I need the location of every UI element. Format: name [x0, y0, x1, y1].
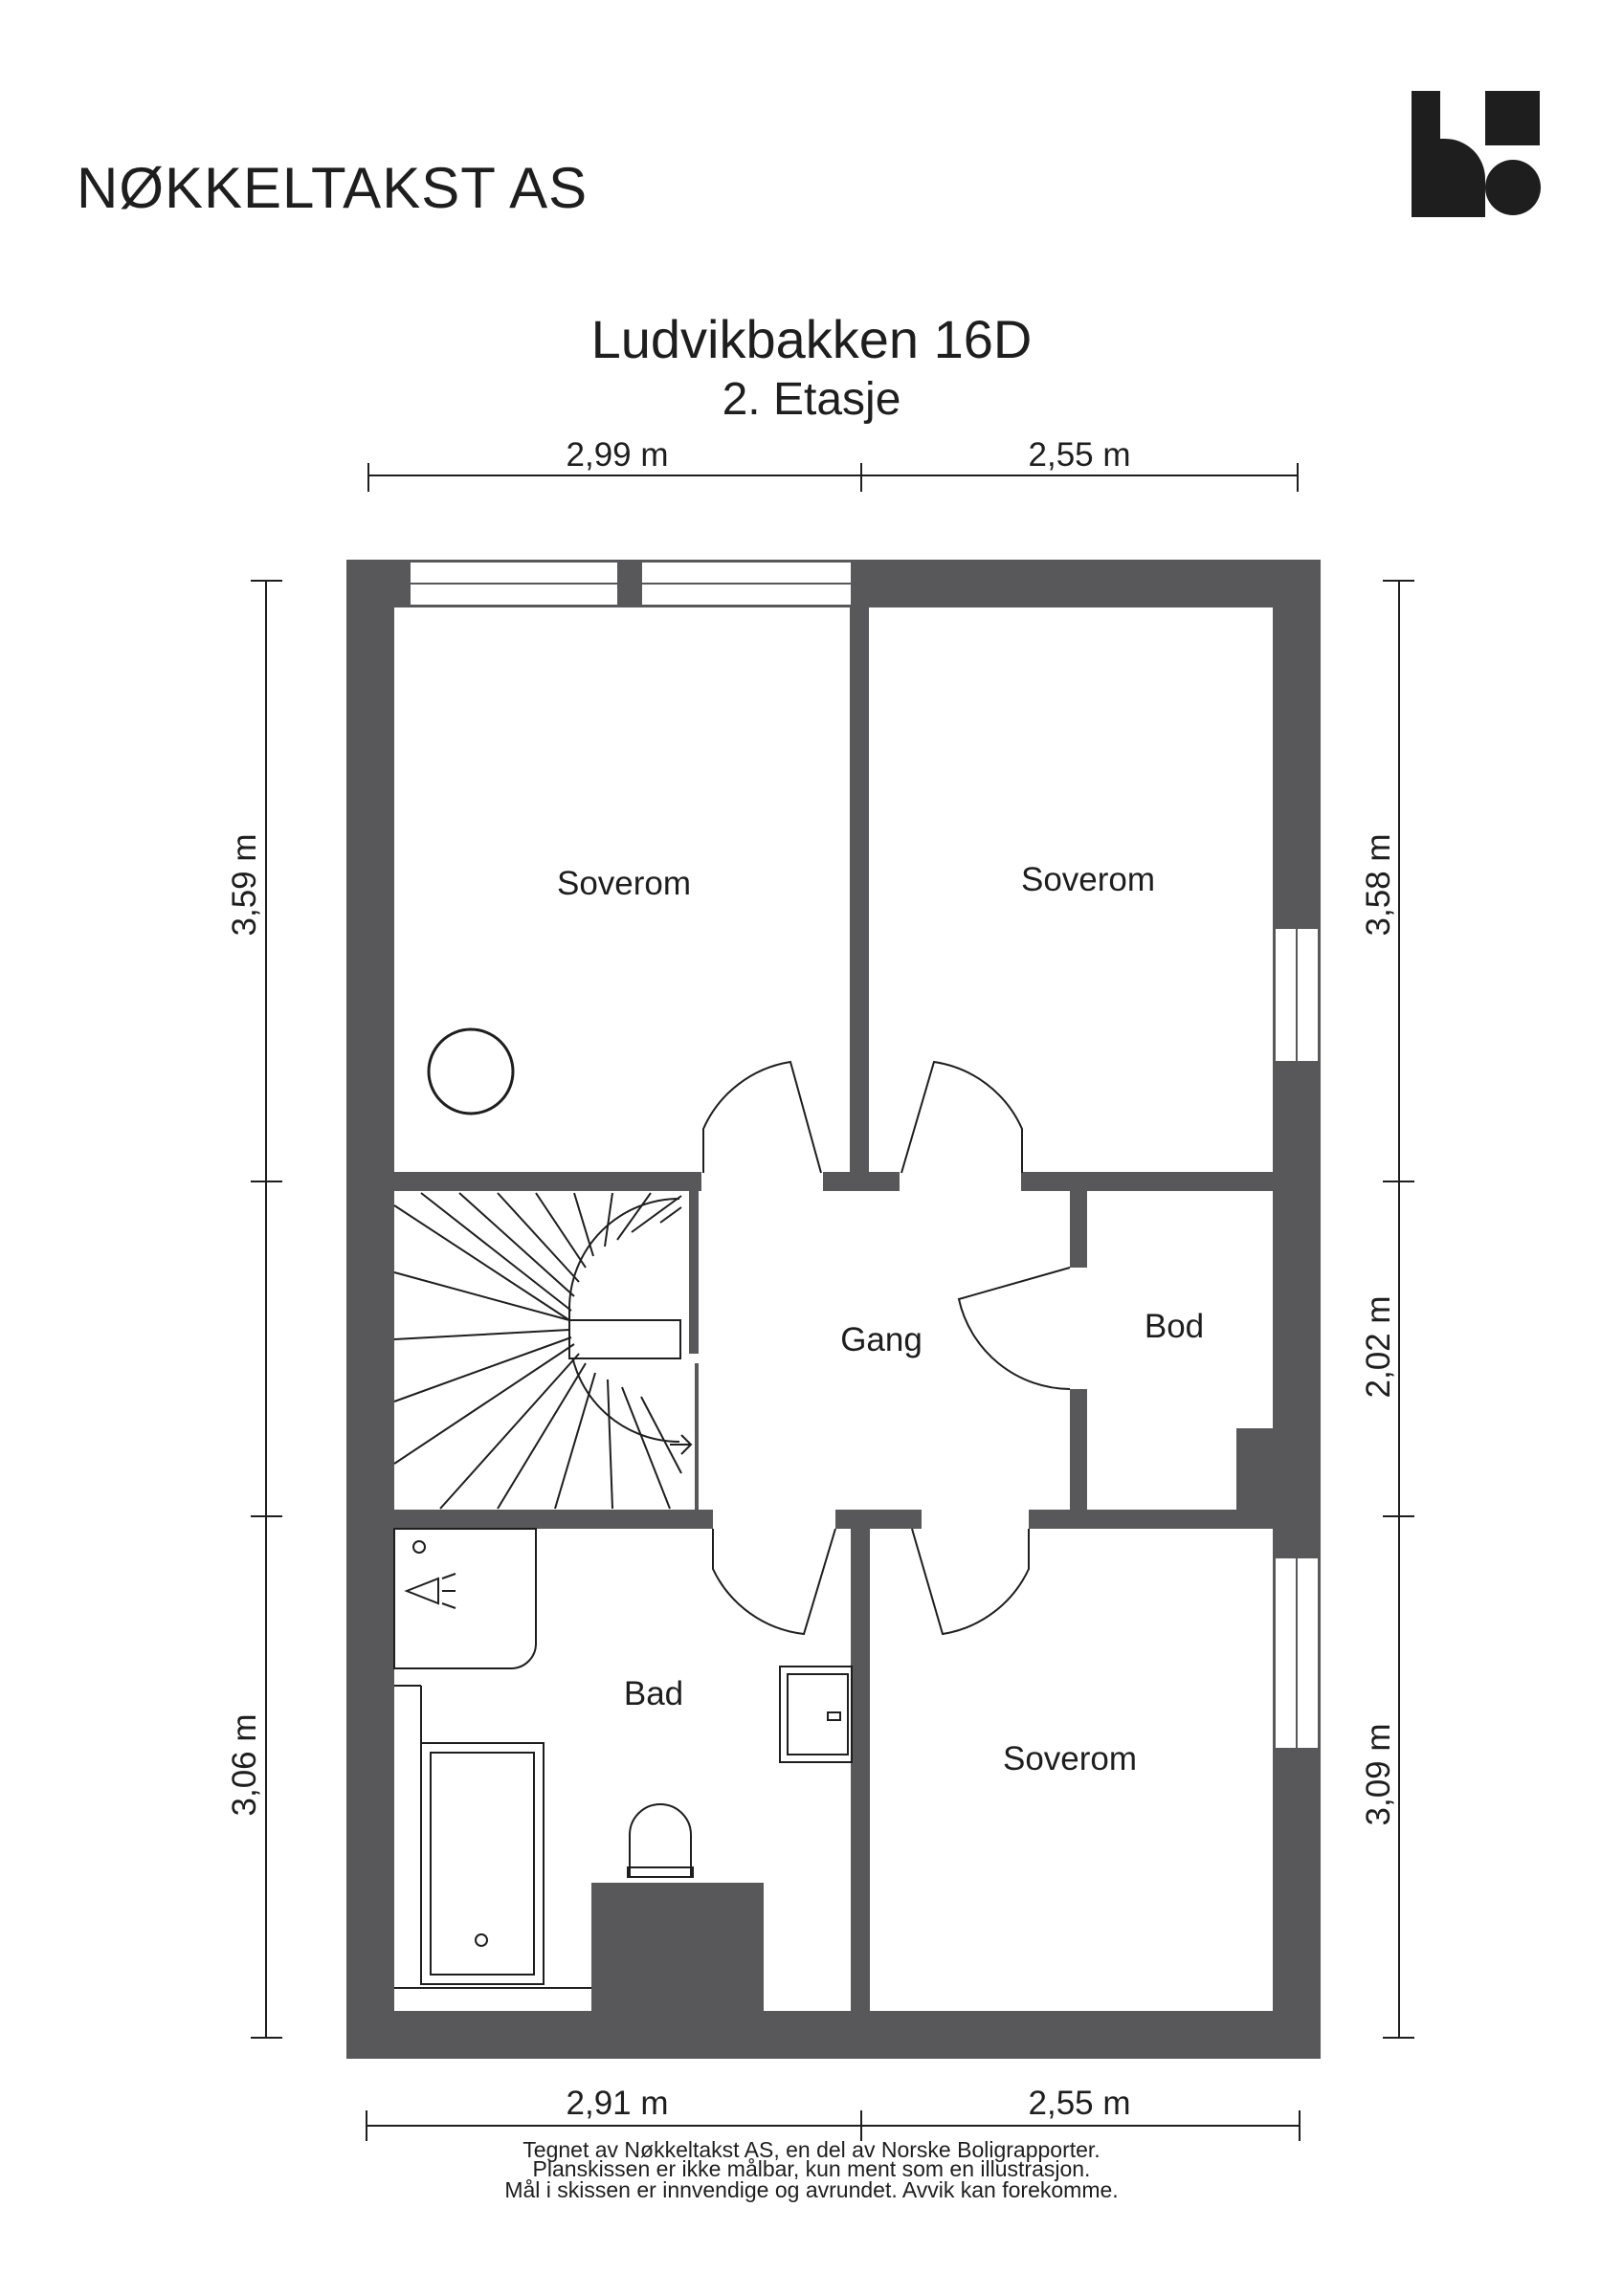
- room-label-soverom-2: Soverom: [1021, 861, 1155, 898]
- room-label-bad: Bad: [624, 1675, 683, 1712]
- floor-subtitle: 2. Etasje: [722, 374, 901, 425]
- footer-line-2: Planskissen er ikke målbar, kun ment som…: [532, 2156, 1091, 2181]
- dim-left-bottom: 3,06 m: [226, 1714, 263, 1817]
- footer-line-1: Tegnet av Nøkkeltakst AS, en del av Nors…: [522, 2137, 1101, 2162]
- dim-bottom-right: 2,55 m: [1029, 2085, 1131, 2122]
- room-label-gang: Gang: [840, 1321, 923, 1358]
- logo-mark-icon: [1412, 91, 1541, 217]
- dim-left-top: 3,59 m: [226, 834, 263, 937]
- room-label-soverom-1: Soverom: [557, 865, 691, 902]
- dim-top-right: 2,55 m: [1029, 436, 1131, 474]
- dimension-lines: [251, 463, 1414, 2141]
- dim-right-bottom: 3,09 m: [1360, 1724, 1397, 1826]
- room-label-bod: Bod: [1145, 1308, 1204, 1345]
- plan-title: Ludvikbakken 16D: [590, 309, 1033, 369]
- footer-line-3: Mål i skissen er innvendige og avrundet.…: [504, 2177, 1119, 2202]
- dim-right-top: 3,58 m: [1360, 834, 1397, 937]
- dim-right-middle: 2,02 m: [1360, 1296, 1397, 1399]
- doors: [702, 1060, 1071, 1636]
- room-label-soverom-3: Soverom: [1003, 1740, 1137, 1777]
- windows: [409, 561, 1320, 1750]
- stairs: [393, 1192, 693, 1510]
- bathroom-fixtures: [393, 1528, 853, 1989]
- dim-top-left: 2,99 m: [567, 436, 669, 474]
- round-fixture: [427, 1027, 515, 1115]
- dim-bottom-left: 2,91 m: [567, 2085, 669, 2122]
- company-name: NØKKELTAKST AS: [77, 156, 589, 220]
